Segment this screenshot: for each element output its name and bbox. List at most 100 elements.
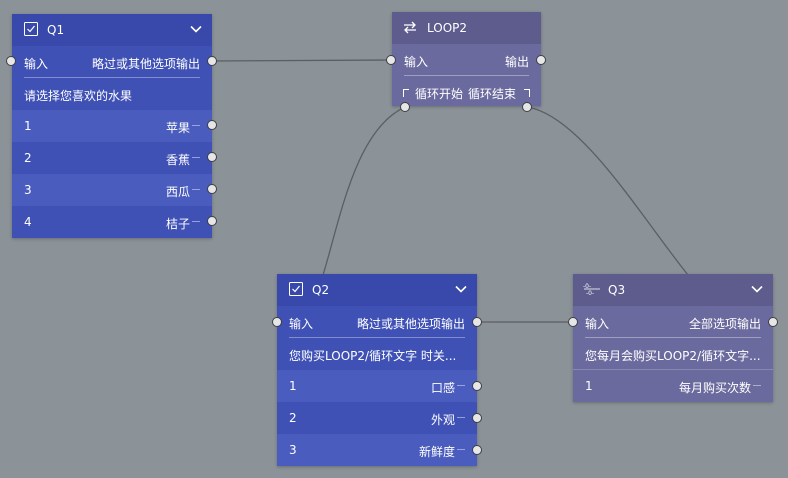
q1-option-port[interactable] [207, 152, 217, 162]
node-header[interactable]: Q1 [12, 14, 212, 46]
port-connector [192, 125, 200, 126]
option-label: 口感 [430, 381, 455, 395]
node-title: LOOP2 [427, 21, 468, 35]
option-label: 桔子 [165, 217, 190, 231]
node-loop2[interactable]: LOOP2 输入 输出 循环开始 循环结束 [392, 12, 541, 106]
option-number: 1 [289, 379, 297, 393]
port-connector [192, 221, 200, 222]
loop2-end-port[interactable] [522, 102, 532, 112]
divider [404, 75, 529, 76]
output-label: 输出 [504, 55, 529, 69]
option-row[interactable]: 3 西瓜 [12, 174, 212, 206]
bracket-right [524, 89, 530, 97]
node-header[interactable]: LOOP2 [392, 12, 541, 44]
node-q1[interactable]: Q1 输入 略过或其他选项输出 请选择您喜欢的水果 1 苹果 2 香蕉 3 西瓜… [12, 14, 212, 238]
q1-option-port[interactable] [207, 216, 217, 226]
option-row[interactable]: 4 桔子 [12, 206, 212, 238]
output-label: 略过或其他选项输出 [91, 57, 200, 71]
node-header[interactable]: -0- -0- Q3 [573, 274, 773, 306]
port-connector [753, 385, 761, 386]
node-title: Q2 [312, 283, 330, 297]
wire-q1-to-loop2 [211, 59, 393, 62]
checkbox-icon [289, 282, 303, 296]
loop2-input-port[interactable] [386, 55, 396, 65]
question-text-row: 您每月会购买LOOP2/循环文字... [573, 338, 773, 370]
node-title: Q3 [608, 283, 626, 297]
input-label: 输入 [585, 317, 610, 331]
option-number: 2 [289, 411, 297, 425]
option-label: 香蕉 [165, 153, 190, 167]
q1-option-port[interactable] [207, 184, 217, 194]
chevron-down-icon[interactable] [751, 283, 763, 295]
loop2-output-port[interactable] [536, 55, 546, 65]
svg-text:-0-: -0- [586, 290, 594, 296]
node-header[interactable]: Q2 [277, 274, 477, 306]
io-row: 输入 全部选项输出 [573, 306, 773, 338]
option-number: 4 [24, 215, 32, 229]
checkbox-icon [24, 22, 38, 36]
output-label: 全部选项输出 [688, 317, 761, 331]
loop-range-row: 循环开始 循环结束 [392, 76, 541, 108]
option-number: 3 [289, 443, 297, 457]
q2-option-port[interactable] [472, 413, 482, 423]
option-number: 1 [24, 119, 32, 133]
option-row[interactable]: 3 新鲜度 [277, 434, 477, 466]
option-label: 每月购买次数 [678, 381, 751, 395]
q1-output-port[interactable] [207, 56, 217, 66]
q1-option-port[interactable] [207, 120, 217, 130]
divider [585, 337, 761, 338]
option-label: 新鲜度 [418, 445, 455, 459]
wire-loop-start-to-q2 [322, 106, 406, 276]
q2-output-port[interactable] [472, 317, 482, 327]
option-row[interactable]: 2 香蕉 [12, 142, 212, 174]
option-label: 苹果 [165, 121, 190, 135]
q1-input-port[interactable] [6, 56, 16, 66]
question-text: 您每月会购买LOOP2/循环文字... [585, 349, 761, 363]
option-label: 西瓜 [165, 185, 190, 199]
option-row[interactable]: 1 口感 [277, 370, 477, 402]
chevron-down-icon[interactable] [190, 23, 202, 35]
option-row[interactable]: 1 苹果 [12, 110, 212, 142]
port-connector [192, 189, 200, 190]
bracket-left [403, 89, 409, 97]
wire-loop-end-to-q3 [526, 106, 689, 276]
q2-option-port[interactable] [472, 381, 482, 391]
option-row[interactable]: 1 每月购买次数 [573, 370, 773, 402]
port-connector [457, 385, 465, 386]
io-row: 输入 略过或其他选项输出 [277, 306, 477, 338]
loop2-start-port[interactable] [400, 102, 410, 112]
input-label: 输入 [289, 317, 314, 331]
port-connector [192, 157, 200, 158]
q2-input-port[interactable] [272, 317, 282, 327]
numeric-slider-icon: -0- -0- [583, 283, 600, 296]
option-row[interactable]: 2 外观 [277, 402, 477, 434]
node-q3[interactable]: -0- -0- Q3 输入 全部选项输出 您每月会购买LOOP2/循环文字...… [573, 274, 773, 402]
io-row: 输入 输出 [392, 44, 541, 76]
node-q2[interactable]: Q2 输入 略过或其他选项输出 您购买LOOP2/循环文字 时关... 1 口感… [277, 274, 477, 466]
option-number: 3 [24, 183, 32, 197]
loop-start-label: 循环开始 [415, 87, 464, 101]
svg-text:-0-: -0- [583, 283, 591, 290]
port-connector [457, 449, 465, 450]
divider [573, 369, 773, 370]
divider [289, 337, 465, 338]
input-label: 输入 [24, 57, 49, 71]
q3-input-port[interactable] [568, 317, 578, 327]
question-text-row: 请选择您喜欢的水果 [12, 78, 212, 110]
q2-option-port[interactable] [472, 445, 482, 455]
output-label: 略过或其他选项输出 [356, 317, 465, 331]
chevron-down-icon[interactable] [455, 283, 467, 295]
port-connector [457, 417, 465, 418]
node-title: Q1 [47, 23, 65, 37]
q3-output-port[interactable] [768, 317, 778, 327]
input-label: 输入 [404, 55, 429, 69]
option-number: 2 [24, 151, 32, 165]
option-label: 外观 [430, 413, 455, 427]
question-text-row: 您购买LOOP2/循环文字 时关... [277, 338, 477, 370]
question-text: 请选择您喜欢的水果 [24, 89, 133, 103]
question-text: 您购买LOOP2/循环文字 时关... [289, 349, 457, 363]
divider [24, 77, 200, 78]
loop-end-label: 循环结束 [467, 87, 516, 101]
io-row: 输入 略过或其他选项输出 [12, 46, 212, 78]
